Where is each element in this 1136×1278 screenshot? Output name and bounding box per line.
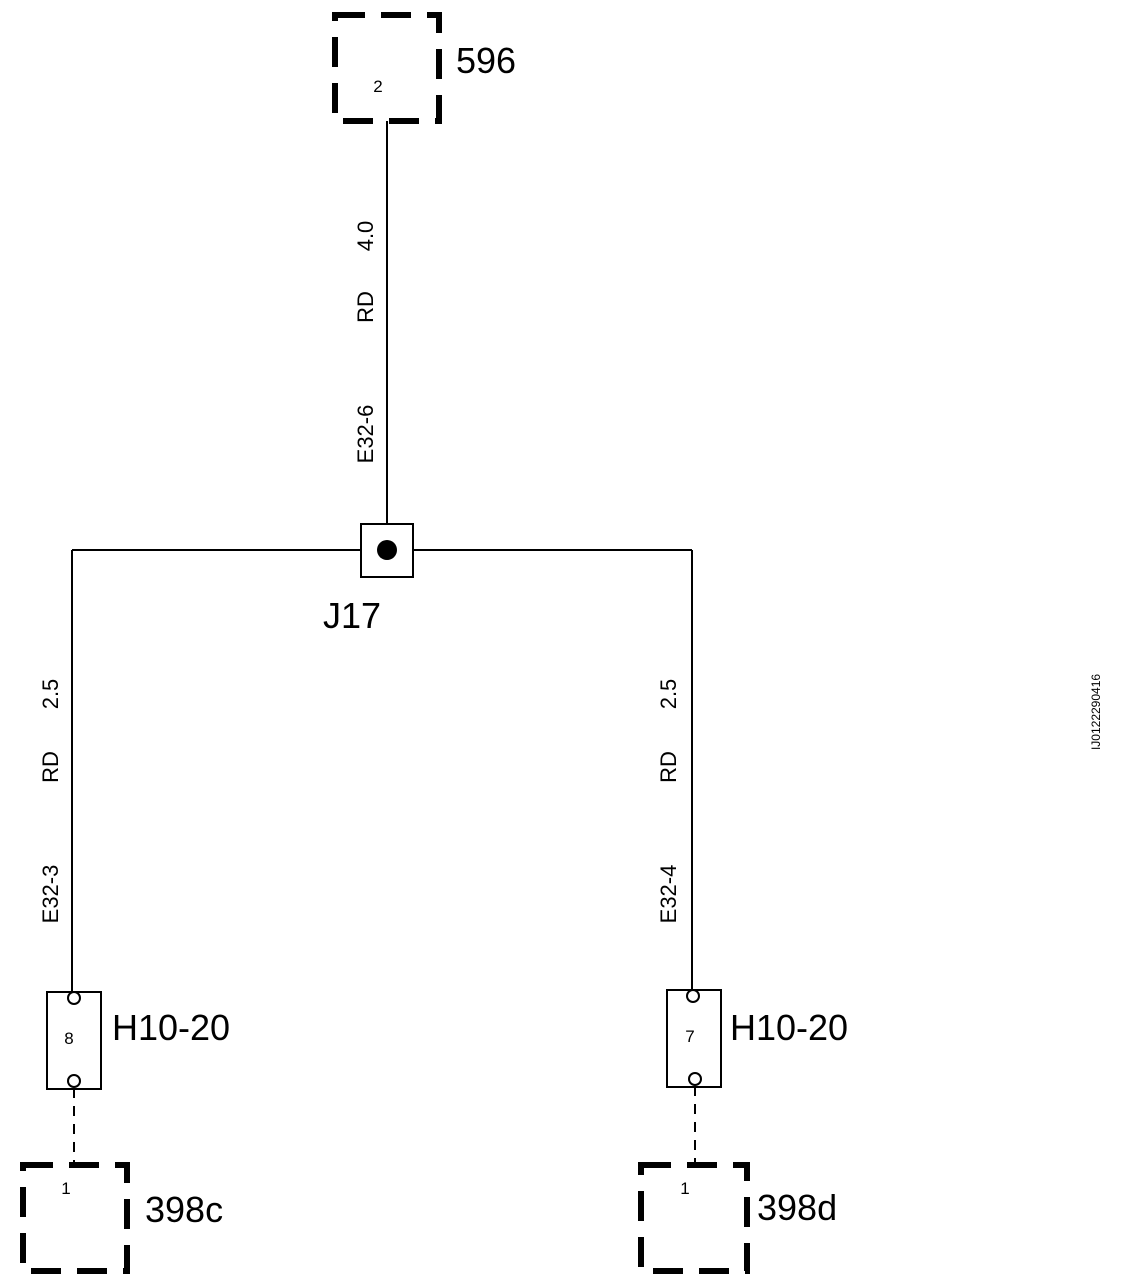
connector-h10-20-left[interactable]: 8 H10-20 (46, 991, 230, 1090)
wire-e32-3-size: 2.5 (38, 679, 63, 710)
component-398d-label: 398d (757, 1187, 837, 1228)
component-398c[interactable]: 1 398c (20, 1162, 223, 1274)
connector-h10-20-right[interactable]: 7 H10-20 (666, 989, 848, 1088)
component-398d-pin: 1 (680, 1179, 689, 1198)
connector-h10-20-left-pin: 8 (64, 1029, 73, 1048)
connector-h10-20-left-pin-bottom (67, 1074, 81, 1088)
component-596[interactable]: 2 596 (332, 12, 516, 124)
connector-h10-20-left-pin-top (67, 991, 81, 1005)
wire-e32-4-circuit: E32-4 (656, 865, 681, 924)
connector-h10-20-right-label: H10-20 (730, 1007, 848, 1048)
connector-h10-20-right-pin-top (686, 989, 700, 1003)
component-398d-box (638, 1162, 750, 1274)
component-398c-box (20, 1162, 130, 1274)
wire-e32-6[interactable]: 4.0 RD E32-6 (353, 121, 388, 550)
wire-e32-3-color: RD (38, 751, 63, 783)
connector-h10-20-right-pin: 7 (685, 1027, 694, 1046)
document-id: IJ0122290416 (1089, 674, 1103, 750)
wire-e32-6-color: RD (353, 291, 378, 323)
connector-h10-20-left-label: H10-20 (112, 1007, 230, 1048)
connector-h10-20-right-pin-bottom (688, 1072, 702, 1086)
component-596-box (332, 12, 442, 124)
splice-j17[interactable]: J17 (323, 523, 414, 636)
wire-e32-3-circuit: E32-3 (38, 865, 63, 924)
component-596-pin: 2 (373, 77, 382, 96)
component-398c-label: 398c (145, 1189, 223, 1230)
component-596-label: 596 (456, 40, 516, 81)
wire-e32-4[interactable]: 2.5 RD E32-4 (656, 550, 693, 994)
wire-e32-4-color: RD (656, 751, 681, 783)
wire-e32-6-circuit: E32-6 (353, 405, 378, 464)
wire-e32-6-size: 4.0 (353, 221, 378, 252)
component-398c-pin: 1 (61, 1179, 70, 1198)
component-398d[interactable]: 1 398d (638, 1162, 837, 1274)
wire-e32-4-size: 2.5 (656, 679, 681, 710)
wire-e32-3[interactable]: 2.5 RD E32-3 (38, 550, 73, 994)
splice-j17-label: J17 (323, 595, 381, 636)
splice-j17-dot (377, 540, 397, 560)
